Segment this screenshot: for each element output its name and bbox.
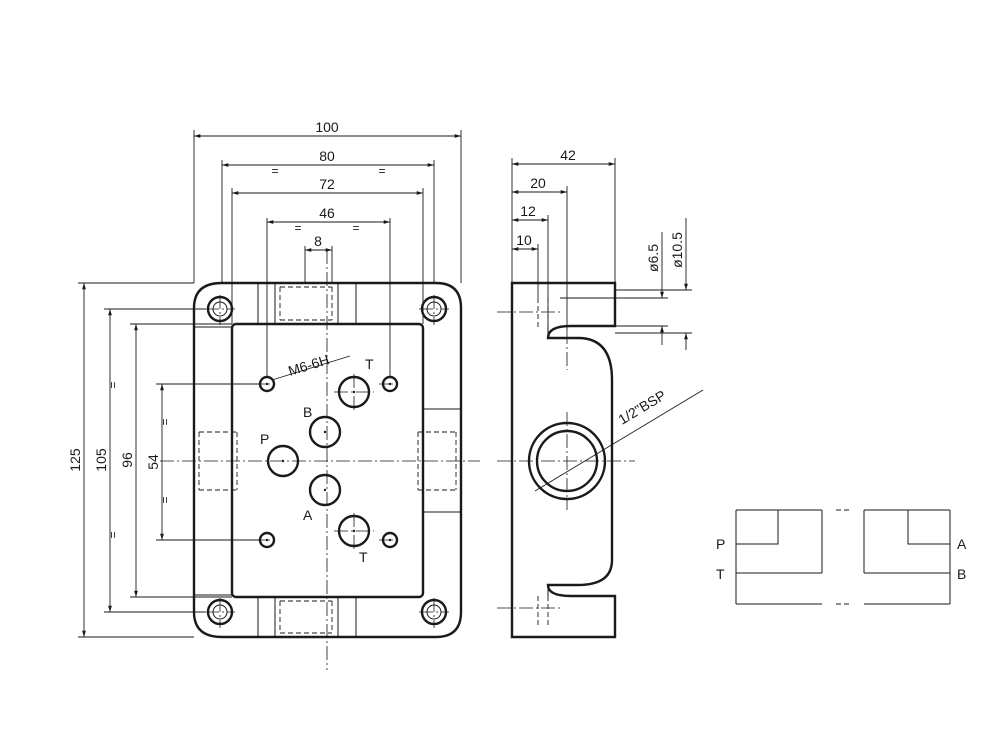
thread-label: M6-6H [286,351,331,379]
dim-42: 42 [560,147,576,163]
symmetry-mark: = [294,221,301,235]
top-view: 100 80 = = 72 46 = = 8 125 105 = = 96 54… [67,119,480,670]
dim-height-54: 54 [145,454,161,470]
symbol-label-a: A [957,536,967,552]
top-view-mounting-face [230,322,425,599]
dim-height-overall: 125 [67,448,83,472]
side-view-outline [510,281,617,639]
symmetry-mark: = [158,496,172,503]
dim-10: 10 [516,232,532,248]
symmetry-mark: = [158,418,172,425]
symmetry-mark: = [271,164,278,178]
dim-12: 12 [520,203,536,219]
port-b-circle [308,415,342,449]
dim-width-80: 80 [319,148,335,164]
dim-dia-large: ø10.5 [669,232,685,268]
port-label-t-upper: T [365,356,374,372]
port-a-circle [308,473,342,507]
top-view-outline [192,281,463,639]
dim-width-8: 8 [314,233,322,249]
symmetry-mark: = [106,381,120,388]
port-label-t-lower: T [359,549,368,565]
side-view: 42 20 12 10 ø6.5 ø10.5 1/2"BSP [497,147,704,639]
dim-height-105: 105 [93,448,109,472]
symbol-label-t: T [716,566,725,582]
port-label-a: A [303,507,313,523]
symmetry-mark: = [106,531,120,538]
dim-width-46: 46 [319,205,335,221]
dim-dia-small: ø6.5 [645,244,661,272]
dim-20: 20 [530,175,546,191]
hydraulic-symbol: P T A B [716,509,967,605]
port-label-b: B [303,404,312,420]
dim-height-96: 96 [119,452,135,468]
dim-width-overall: 100 [315,119,339,135]
symmetry-mark: = [378,164,385,178]
symbol-label-b: B [957,566,966,582]
bsp-label: 1/2"BSP [615,387,668,428]
symmetry-mark: = [352,221,359,235]
port-label-p: P [260,431,269,447]
symbol-label-p: P [716,536,725,552]
dim-width-72: 72 [319,176,335,192]
